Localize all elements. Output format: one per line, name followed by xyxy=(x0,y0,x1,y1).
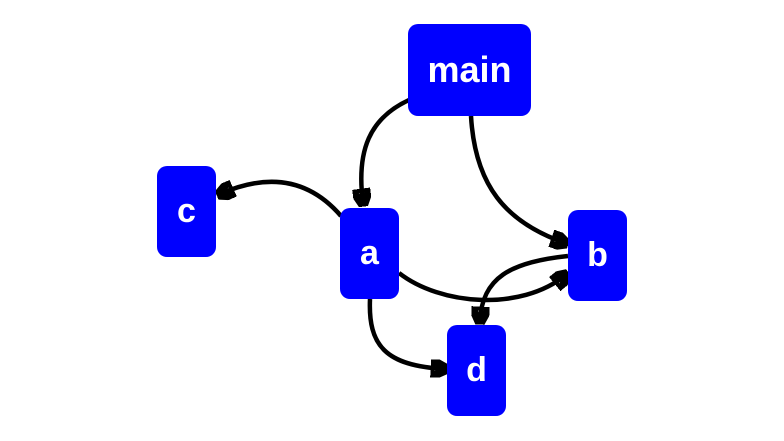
node-a: a xyxy=(340,208,399,299)
node-a-label: a xyxy=(360,234,379,272)
node-d: d xyxy=(447,325,506,416)
node-c-label: c xyxy=(177,192,196,230)
edge-main-to-a xyxy=(361,97,410,203)
node-c: c xyxy=(157,166,216,257)
node-main-label: main xyxy=(427,49,512,90)
edge-main-to-b xyxy=(468,115,565,243)
edge-a-to-c xyxy=(220,179,343,218)
edge-a-to-d xyxy=(367,298,445,369)
node-main: main xyxy=(408,24,531,116)
node-b-label: b xyxy=(587,236,608,274)
edge-b-to-d xyxy=(480,253,569,321)
node-d-label: d xyxy=(466,351,487,389)
edge-a-to-b xyxy=(397,273,566,303)
node-b: b xyxy=(568,210,627,301)
